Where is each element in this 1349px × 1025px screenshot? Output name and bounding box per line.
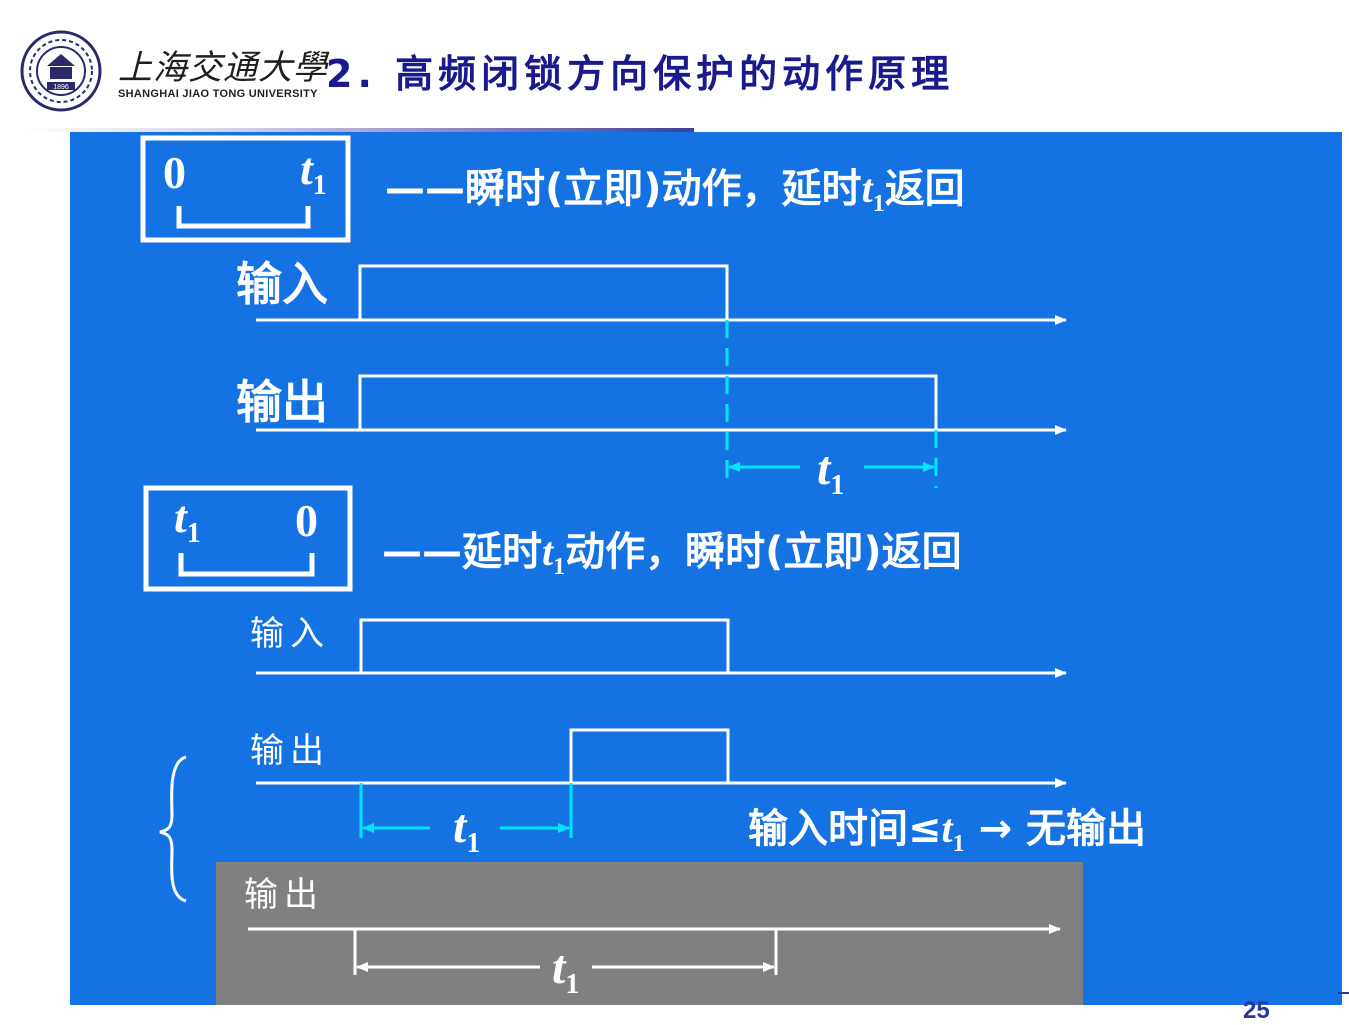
timing-b-output-pulse	[569, 728, 730, 783]
corner-tick	[1338, 992, 1349, 994]
symbol-a-t1: t1	[300, 143, 327, 201]
timing-b-input-label: 输入	[250, 614, 330, 654]
symbol-b-t1: t1	[174, 491, 201, 549]
title-underline	[20, 128, 694, 132]
slide-header: 1896 上海交通大學 SHANGHAI JIAO TONG UNIVERSIT…	[0, 0, 1349, 132]
timing-c-span-label: t1	[552, 941, 579, 1000]
timing-a-output-label: 输出	[236, 375, 328, 429]
grey-output-box	[216, 862, 1083, 1005]
timing-b-input-pulse	[359, 618, 730, 673]
seal-year: 1896	[53, 84, 69, 91]
relay-symbol-instant-operate: 0 t1	[140, 135, 351, 243]
curly-brace	[159, 755, 187, 903]
timing-a-span-label: t1	[817, 442, 844, 501]
timing-a: 输入 输出 t1	[236, 257, 1067, 501]
timing-a-input-pulse	[358, 264, 729, 320]
slide-title: 2. 高频闭锁方向保护的动作原理	[326, 52, 955, 96]
timing-b: 输入 输出 t1 输入时间≤t1 → 无输出	[250, 614, 1146, 859]
timing-a-input-label: 输入	[236, 257, 328, 311]
symbol-b-description: ——延时t1动作，瞬时(立即)返回	[382, 529, 962, 580]
relay-symbol-delayed-operate: t1 0	[143, 485, 353, 592]
page-number: 25	[1243, 997, 1270, 1024]
university-name-english: SHANGHAI JIAO TONG UNIVERSITY	[118, 88, 318, 100]
timing-a-output-pulse	[358, 374, 938, 430]
university-name-chinese: 上海交通大學	[118, 48, 328, 88]
timing-c-output-label: 输出	[244, 875, 324, 915]
timing-b-note: 输入时间≤t1 → 无输出	[748, 806, 1146, 857]
timing-c: 输出 t1	[244, 875, 1061, 1000]
timing-b-output-label: 输出	[250, 731, 330, 771]
content-panel	[70, 132, 1342, 1005]
symbol-a-description: ——瞬时(立即)动作，延时t1返回	[385, 166, 965, 217]
symbol-b-zero: 0	[295, 495, 318, 546]
timing-b-span-label: t1	[453, 800, 480, 859]
university-seal-icon: 1896	[20, 30, 102, 112]
symbol-a-zero: 0	[163, 147, 186, 198]
